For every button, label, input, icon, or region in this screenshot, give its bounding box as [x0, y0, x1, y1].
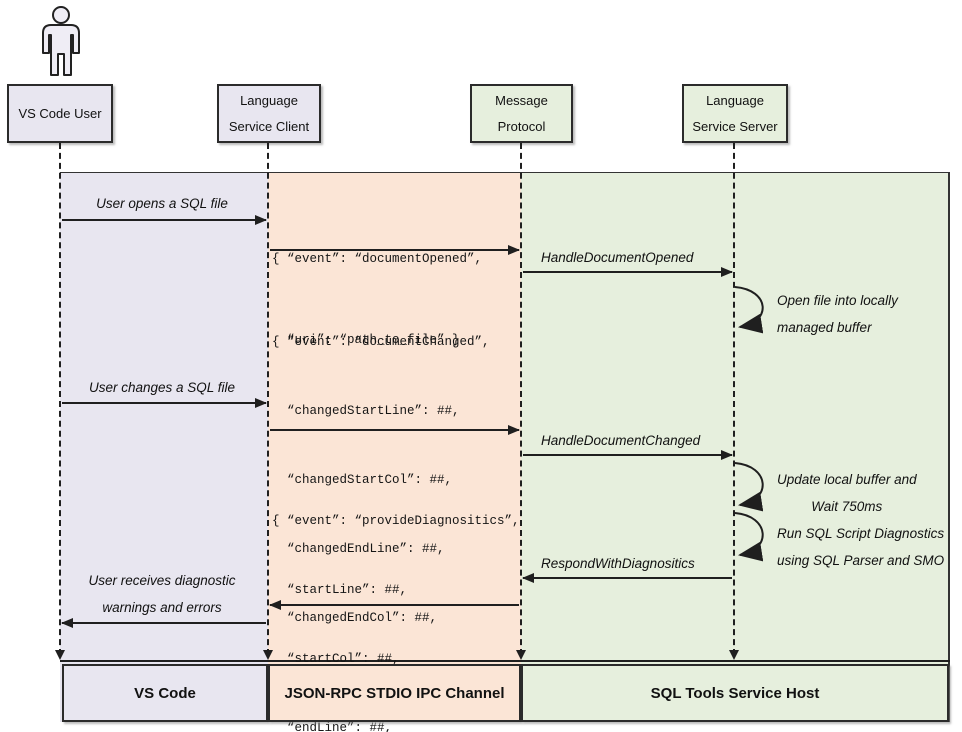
- payload-line: “changedEndLine”: ##,: [272, 542, 445, 556]
- arrow-handle-document-opened: [523, 267, 733, 277]
- lane-top-border: [60, 172, 950, 173]
- header-vscode-user-label: VS Code User: [18, 105, 102, 121]
- footer-ipc-channel-label: JSON-RPC STDIO IPC Channel: [284, 684, 505, 702]
- payload-line: { “event”: “documentChanged”,: [272, 335, 490, 349]
- header-client-line2: Service Client: [228, 118, 310, 134]
- footer-sql-tools-service-host: SQL Tools Service Host: [521, 664, 949, 722]
- lifeline-vscode-user: [59, 143, 61, 655]
- label-user-opens-file: User opens a SQL file: [96, 196, 228, 211]
- label-respond-with-diagnostics: RespondWithDiagnositics: [541, 556, 695, 571]
- loop-label-line: Wait 750ms: [811, 499, 883, 514]
- label-receive-line1: User receives diagnostic: [88, 573, 236, 588]
- label-user-changes-file: User changes a SQL file: [88, 380, 236, 395]
- header-protocol-line1: Message: [495, 92, 548, 108]
- header-server-line2: Service Server: [692, 118, 778, 134]
- footer-vscode-label: VS Code: [134, 684, 196, 702]
- payload-line: “startCol”: ##,: [272, 652, 400, 666]
- loop-label-line: managed buffer: [777, 320, 872, 335]
- label-run-sql-diagnostics: Run SQL Script Diagnostics using SQL Par…: [777, 520, 944, 574]
- footer-service-host-label: SQL Tools Service Host: [650, 684, 820, 702]
- label-update-local-buffer: Update local buffer and Wait 750ms: [777, 466, 917, 520]
- payload-line: { “event”: “provideDiagnositics”,: [272, 514, 520, 528]
- arrow-document-opened-payload: [270, 245, 520, 255]
- header-vscode-user: VS Code User: [7, 84, 113, 143]
- payload-line: “changedStartCol”: ##,: [272, 473, 453, 487]
- label-handle-document-opened: HandleDocumentOpened: [541, 250, 694, 265]
- header-server-line1: Language: [706, 92, 764, 108]
- arrow-user-receives-diagnostics: [61, 618, 266, 628]
- lifeline-service-client: [267, 143, 269, 655]
- header-language-service-client: Language Service Client: [217, 84, 321, 143]
- lifeline-end-arrow-server: [729, 650, 739, 660]
- lifeline-message-protocol: [520, 143, 522, 655]
- lifeline-end-arrow-client: [263, 650, 273, 660]
- loop-label-line: using SQL Parser and SMO: [777, 553, 945, 568]
- arrow-respond-with-diagnostics: [522, 573, 732, 583]
- arrow-document-changed-payload: [270, 425, 520, 435]
- footer-ipc-channel: JSON-RPC STDIO IPC Channel: [268, 664, 521, 722]
- payload-line: “uri”: “path_to_file” }: [272, 333, 460, 347]
- header-message-protocol: Message Protocol: [470, 84, 573, 143]
- lifeline-end-arrow-user: [55, 650, 65, 660]
- label-user-receives-diagnostics: User receives diagnostic warnings and er…: [62, 567, 262, 621]
- payload-document-opened: { “event”: “documentOpened”, “uri”: “pat…: [272, 192, 482, 408]
- header-language-service-server: Language Service Server: [682, 84, 788, 143]
- payload-line: “changedEndCol”: ##,: [272, 611, 438, 625]
- loop-label-line: Run SQL Script Diagnostics: [777, 526, 945, 541]
- label-receive-line2: warnings and errors: [102, 600, 222, 615]
- lifeline-service-server: [733, 143, 735, 655]
- actor-person-icon: [42, 6, 80, 76]
- lane-vscode-background: [60, 173, 268, 722]
- loop-label-line: Open file into locally: [777, 293, 898, 308]
- payload-line: “endLine”: ##,: [272, 721, 393, 732]
- loop-label-line: Update local buffer and: [777, 472, 917, 487]
- payload-provide-diagnostics: { “event”: “provideDiagnositics”, “start…: [272, 464, 520, 732]
- header-client-line1: Language: [240, 92, 298, 108]
- label-open-file-locally: Open file into locally managed buffer: [777, 287, 898, 341]
- arrow-user-opens-file: [62, 215, 267, 225]
- arrow-user-changes-file: [62, 398, 267, 408]
- label-handle-document-changed: HandleDocumentChanged: [541, 433, 701, 448]
- footer-vscode: VS Code: [62, 664, 268, 722]
- lane-right-border: [948, 172, 950, 722]
- payload-line: “changedStartLine”: ##,: [272, 404, 460, 418]
- payload-line: { “event”: “documentOpened”,: [272, 252, 483, 266]
- arrow-handle-document-changed: [523, 450, 733, 460]
- lane-ipc-channel-background: [268, 173, 521, 722]
- lifeline-end-arrow-protocol: [516, 650, 526, 660]
- header-protocol-line2: Protocol: [497, 118, 546, 134]
- diagram-baseline: [60, 660, 950, 662]
- lane-service-host-background: [521, 173, 949, 722]
- payload-line: “startLine”: ##,: [272, 583, 408, 597]
- arrow-diagnostics-to-client: [269, 600, 519, 610]
